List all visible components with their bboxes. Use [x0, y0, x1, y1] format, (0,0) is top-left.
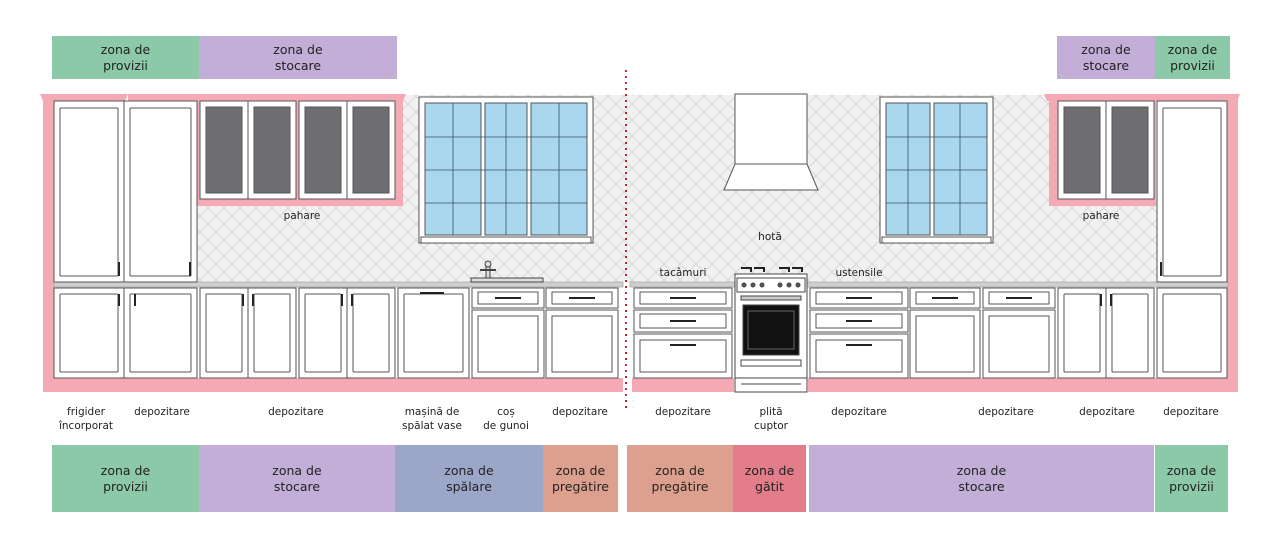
label-pahare-right: pahare	[1082, 210, 1120, 222]
caption-depozitare-8: depozitare	[1163, 406, 1219, 418]
bottom-zone-provizii-right: zona de provizii	[1155, 445, 1228, 512]
caption-plita-cuptor: plită cuptor	[754, 406, 788, 432]
label-pahare-left: pahare	[283, 210, 321, 222]
bottom-zone-pregatire-left: zona de pregătire	[543, 445, 618, 512]
top-zone-provizii-left: zona de provizii	[52, 36, 199, 79]
caption-depozitare-3: depozitare	[552, 406, 608, 418]
caption-cos-gunoi: coș de gunoi	[483, 406, 529, 432]
tall-cabinets-left	[53, 100, 198, 283]
caption-depozitare-5: depozitare	[831, 406, 887, 418]
bottom-zone-provizii-left: zona de provizii	[52, 445, 199, 512]
label-ustensile: ustensile	[835, 267, 883, 279]
base-cabinets-left	[53, 287, 619, 379]
caption-frigider: frigider încorporat	[58, 406, 114, 432]
tall-cabinet-right	[1156, 100, 1228, 283]
caption-depozitare-1: depozitare	[134, 406, 190, 418]
caption-depozitare-7: depozitare	[1079, 406, 1135, 418]
stove-oven	[734, 267, 808, 393]
label-tacamuri: tacâmuri	[659, 267, 707, 279]
bottom-zone-pregatire-right: zona de pregătire	[627, 445, 733, 512]
top-zone-provizii-right: zona de provizii	[1155, 36, 1230, 79]
caption-depozitare-4: depozitare	[655, 406, 711, 418]
upper-cabinets-left	[199, 100, 396, 200]
bottom-zone-stocare-right: zona de stocare	[809, 445, 1154, 512]
top-zone-stocare-left: zona de stocare	[199, 36, 397, 79]
window-right	[879, 96, 994, 244]
caption-depozitare-2: depozitare	[268, 406, 324, 418]
range-hood	[723, 93, 819, 191]
caption-depozitare-6: depozitare	[978, 406, 1034, 418]
countertop-left	[53, 281, 624, 288]
caption-masina-spalat: mașină de spălat vase	[402, 406, 462, 432]
window-left	[418, 96, 594, 244]
top-zone-stocare-right: zona de stocare	[1057, 36, 1155, 79]
upper-cabinets-right	[1057, 100, 1155, 200]
bottom-zone-stocare-left: zona de stocare	[199, 445, 395, 512]
bottom-zone-spalare: zona de spălare	[395, 445, 543, 512]
label-hota: hotă	[758, 231, 782, 243]
faucet-icon	[470, 260, 544, 283]
bottom-zone-gatit: zona de gătit	[733, 445, 806, 512]
base-cabinets-right	[633, 287, 1228, 379]
countertop-right	[629, 281, 1229, 288]
